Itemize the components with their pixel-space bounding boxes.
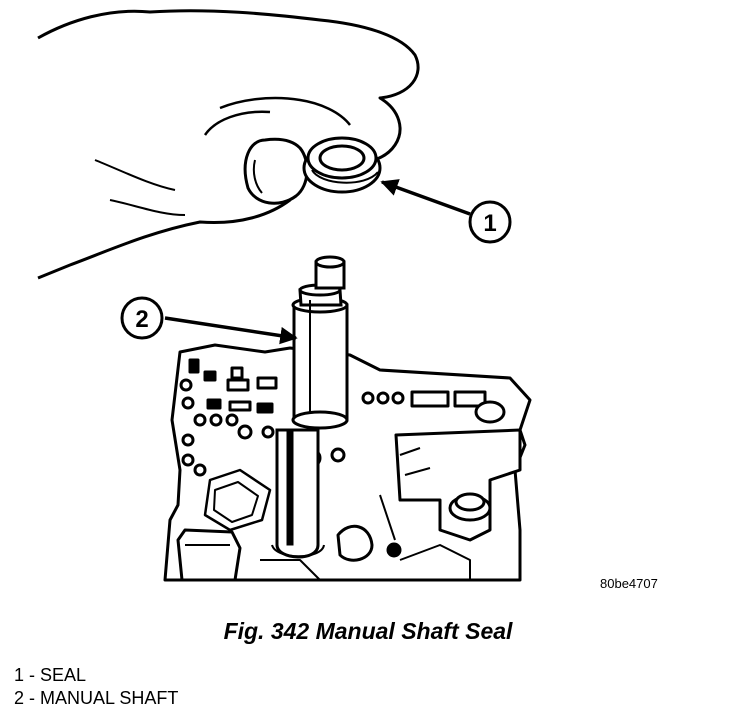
legend-item-1-label: SEAL: [40, 665, 87, 685]
hand-drawing: [37, 9, 420, 280]
callout-1: 1: [380, 179, 512, 244]
legend-item-2-separator: -: [24, 688, 41, 708]
valve-body-drawing: [163, 343, 532, 582]
manual-shaft-drawing: [271, 255, 349, 559]
callout-2-number: 2: [135, 306, 148, 333]
callout-2: 2: [120, 296, 298, 345]
legend-item-1-separator: -: [24, 665, 41, 685]
callout-1-number: 1: [483, 210, 496, 237]
legend-item-2-number: 2: [14, 688, 25, 708]
legend-item-1: 1 - SEAL: [14, 664, 178, 687]
technical-illustration: 1 2: [37, 9, 532, 582]
legend-item-2: 2 - MANUAL SHAFT: [14, 687, 178, 710]
figure-caption: Fig. 342 Manual Shaft Seal: [223, 618, 513, 644]
legend: 1 - SEAL 2 - MANUAL SHAFT: [14, 664, 178, 710]
figure-id: 80be4707: [600, 576, 658, 591]
legend-item-2-label: MANUAL SHAFT: [40, 688, 179, 708]
seal-drawing: [302, 136, 382, 194]
legend-item-1-number: 1: [14, 665, 25, 685]
